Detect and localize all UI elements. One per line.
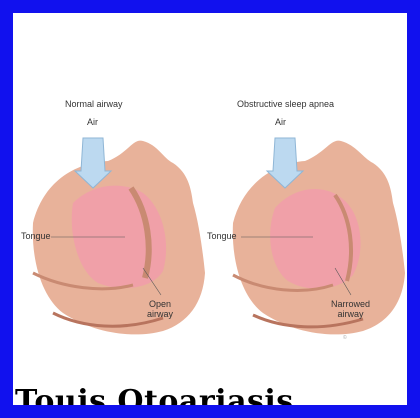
right-air-label: Air [275, 117, 286, 127]
right-head-drawing [233, 138, 405, 334]
left-panel-title: Normal airway [65, 99, 123, 109]
copyright-mark: © [343, 335, 347, 341]
left-tongue-label: Tongue [21, 231, 51, 241]
caption-text: Touis Otoariasis [15, 384, 294, 405]
right-panel-title: Obstructive sleep apnea [237, 99, 334, 109]
left-air-label: Air [87, 117, 98, 127]
image-frame: Normal airway Air Tongue Open airway Obs… [13, 13, 407, 405]
right-airway-label: Narrowed airway [331, 299, 370, 319]
sleep-apnea-illustration [13, 13, 407, 405]
left-airway-label: Open airway [147, 299, 173, 319]
left-head-drawing [33, 138, 205, 334]
right-tongue-label: Tongue [207, 231, 237, 241]
